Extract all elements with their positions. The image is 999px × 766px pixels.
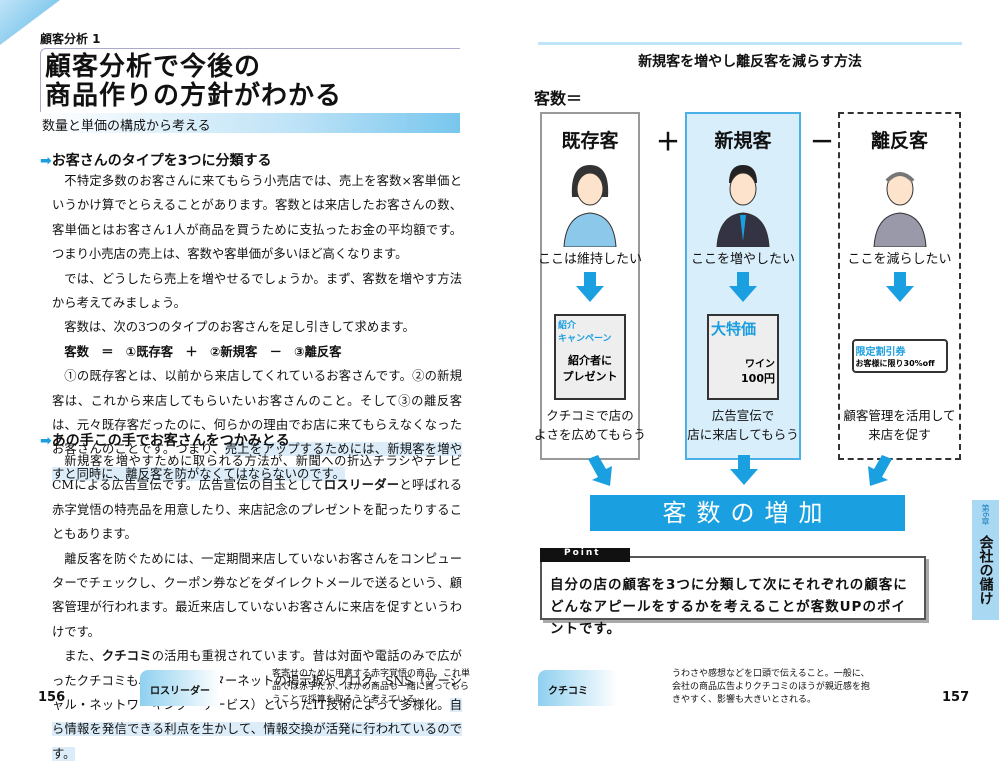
title-line-2: 商品作りの方針がわかる <box>45 81 343 111</box>
subtitle: 数量と単価の構成から考える <box>40 113 460 134</box>
businessman-illustration-icon <box>716 165 770 248</box>
equation-label: 客数＝ <box>534 89 583 108</box>
arrow-down-icon <box>576 272 604 302</box>
bold-term: ロスリーダー <box>323 477 400 493</box>
column-caption: 顧客管理を活用して来店を促す <box>828 406 971 444</box>
page-title: 顧客分析で今後の 商品作りの方針がわかる <box>40 48 460 112</box>
caption-line: クチコミで店の <box>546 408 634 423</box>
arrow-down-icon <box>729 272 757 302</box>
column-label: 新規客 <box>714 130 772 152</box>
glossary-term: クチコミ <box>538 670 618 706</box>
paragraph: 新規客を増やすために取られる方法が、新聞への折込チラシやテレビCMによる広告宣伝… <box>52 449 462 547</box>
caption-line: 来店を促す <box>868 427 931 442</box>
pic-text: 紹介 <box>558 321 577 331</box>
section-1-body: 不特定多数のお客さんに来てもらう小売店では、売上を客数×客単価というかけ算でとら… <box>52 169 462 486</box>
pic-text: 紹介者に <box>568 354 612 367</box>
sale-flyer-image: 大特価ワイン 100円 <box>707 314 779 400</box>
caption-line: 店に来店してもらう <box>687 427 799 442</box>
caption-line: 顧客管理を活用して <box>843 408 956 423</box>
section-2-body: 新規客を増やすために取られる方法が、新聞への折込チラシやテレビCMによる広告宣伝… <box>52 449 462 766</box>
arrow-right-icon: ➡ <box>40 153 52 169</box>
caption-line: よさを広めてもらう <box>534 427 646 442</box>
column-new-customers: 新規客 ここを増やしたい 大特価ワイン 100円 広告宣伝で店に来店してもらう <box>685 112 801 460</box>
referral-campaign-image: 紹介キャンペーン紹介者にプレゼント <box>554 314 626 400</box>
diagram-heading: 新規客を増やし離反客を減らす方法 <box>538 42 962 71</box>
pic-text: 100円 <box>741 372 775 385</box>
plus-operator: ＋ <box>656 128 680 156</box>
page-number-right: 157 <box>942 690 970 705</box>
text: ①の既存客とは、以前から来店してくれているお客さんです。②の新規客は、これから来… <box>52 369 462 457</box>
paragraph: 不特定多数のお客さんに来てもらう小売店では、売上を客数×客単価というかけ算でとら… <box>52 174 462 262</box>
formula: 客数 ＝ ①既存客 ＋ ②新規客 － ③離反客 <box>64 344 342 359</box>
goal-text: ここを増やしたい <box>690 252 795 267</box>
minus-operator: － <box>810 128 834 156</box>
caption-line: 広告宣伝で <box>711 408 775 423</box>
chapter-side-tab[interactable]: 第6章 会社の儲け <box>972 500 999 620</box>
pic-text: 大特価 <box>711 320 757 338</box>
heading-text: あの手この手でお客さんをつかみとる <box>51 433 290 449</box>
pic-text: プレゼント <box>562 370 618 383</box>
discount-coupon-image: 限定割引券お客様に限り30%off <box>851 339 948 373</box>
chapter-title: 会社の儲け <box>977 535 994 606</box>
page-number-left: 156 <box>38 690 66 705</box>
column-label: 離反客 <box>870 130 928 152</box>
arrow-down-icon <box>730 455 758 485</box>
pic-text: ワイン <box>745 359 775 370</box>
goal-text: ここは維持したい <box>537 252 642 267</box>
pic-text: お客様に限り30%off <box>855 359 935 368</box>
paragraph: 客数は、次の3つのタイプのお客さんを足し引きして求めます。 <box>64 320 415 335</box>
glossary-definition: うわさや感想などを口頭で伝えること。一般に、会社の商品広告よりクチコミのほうが親… <box>672 669 870 705</box>
arrow-diagonal-icon <box>588 455 612 486</box>
arrow-right-icon: ➡ <box>40 433 52 449</box>
pic-text: キャンペーン <box>558 334 612 344</box>
point-box: 自分の店の顧客を3つに分類して次にそれぞれの顧客にどんなアピールをするかを考える… <box>540 556 926 637</box>
section-heading-2: ➡あの手この手でお客さんをつかみとる <box>40 430 290 450</box>
section-heading-1: ➡お客さんのタイプを3つに分類する <box>40 150 271 170</box>
arrow-down-icon <box>885 272 914 302</box>
pic-text: 限定割引券 <box>855 347 906 358</box>
chapter-label: 顧客分析 1 <box>40 32 101 46</box>
point-tab: Point <box>540 548 630 562</box>
column-existing-customers: 既存客 ここは維持したい 紹介キャンペーン紹介者にプレゼント クチコミで店のよさ… <box>534 112 646 460</box>
text: と呼ばれる赤字覚悟の特売品を用意したり、来店記念のプレゼントを配ったりすることも… <box>52 478 462 542</box>
glossary-term: ロスリーダー <box>140 670 220 706</box>
woman-illustration-icon <box>563 165 617 248</box>
older-man-illustration-icon <box>872 172 927 248</box>
heading-text: お客さんのタイプを3つに分類する <box>51 153 272 169</box>
goal-text: ここを減らしたい <box>847 252 952 267</box>
chapter-number: 第6章 <box>981 504 990 526</box>
paragraph: 離反客を防ぐためには、一定期間来店していないお客さんをコンピューターでチェックし… <box>52 551 462 639</box>
column-caption: クチコミで店のよさを広めてもらう <box>530 406 650 444</box>
column-label: 既存客 <box>561 130 619 152</box>
text: 新規客を増やすために取られる方法が、新聞への折込チラシやテレビCMによる広告宣伝… <box>52 454 462 493</box>
result-banner: 客数の増加 <box>590 495 905 531</box>
column-caption: 広告宣伝で店に来店してもらう <box>675 406 811 444</box>
title-line-1: 顧客分析で今後の <box>45 52 262 82</box>
glossary-definition: 客寄せのために用意する赤字覚悟の商品。これ単品では赤字だが、ほかの商品も一緒に買… <box>272 669 471 705</box>
column-lost-customers: 離反客 ここを減らしたい 限定割引券お客様に限り30%off 顧客管理を活用して… <box>838 112 961 460</box>
paragraph: では、どうしたら売上を増やせるでしょうか。まず、客数を増やす方法から考えてみまし… <box>52 271 462 311</box>
arrow-diagonal-icon <box>868 455 892 486</box>
converging-arrows <box>588 455 892 486</box>
text: また、 <box>64 649 102 664</box>
paragraph: ①の既存客とは、以前から来店してくれているお客さんです。②の新規客は、これから来… <box>52 364 462 486</box>
bold-term: クチコミ <box>101 648 152 664</box>
